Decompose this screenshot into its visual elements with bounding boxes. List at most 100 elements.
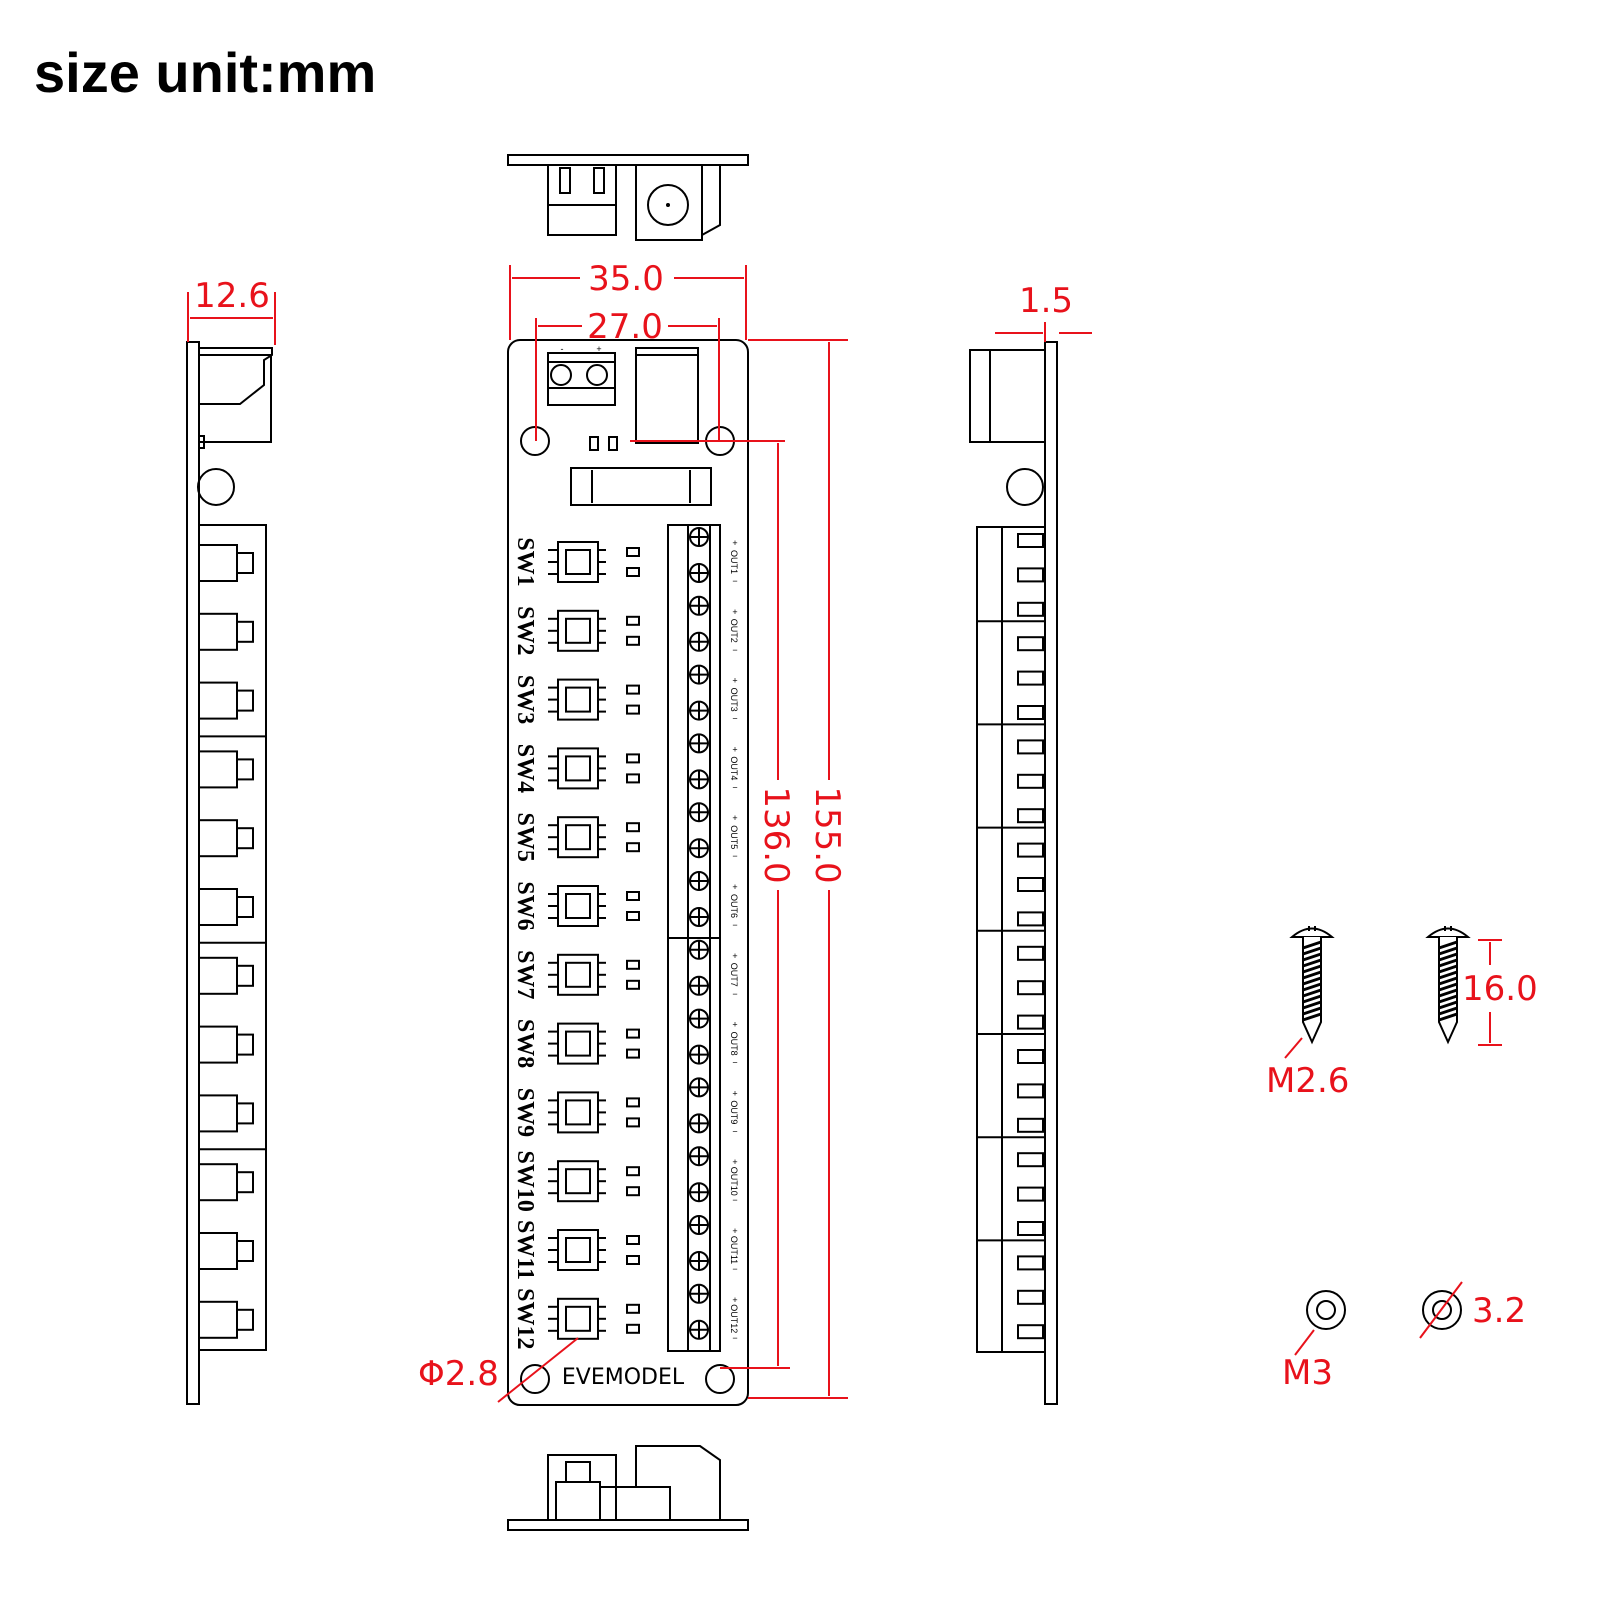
mosfet [557, 1229, 599, 1271]
output-label: OUT12 [729, 1304, 739, 1333]
right-side-view [969, 341, 1058, 1405]
minus-sign: − [732, 645, 737, 655]
dim-hole-spacing-y: 136.0 [756, 786, 796, 883]
mosfet [557, 885, 599, 927]
page-title: size unit:mm [34, 41, 377, 104]
minus-sign: − [732, 782, 737, 792]
plus-sign: + [732, 676, 737, 686]
minus-sign: − [732, 920, 737, 930]
switch-row: SW4 + − OUT4 [512, 733, 739, 793]
label-washer-inner: 3.2 [1472, 1291, 1526, 1331]
minus-sign: − [732, 1126, 737, 1136]
plus-sign: + [732, 1295, 737, 1305]
washer [1306, 1290, 1346, 1330]
mosfet [557, 609, 599, 652]
label-screw-size: M2.6 [1266, 1061, 1349, 1101]
output-label: OUT9 [729, 1100, 739, 1124]
switch-row: SW12 + −OUT12 [512, 1283, 739, 1349]
fuse [570, 467, 712, 506]
switch-label: SW12 [512, 1288, 538, 1349]
plus-sign: + [732, 1157, 737, 1167]
screw-16mm [1425, 926, 1471, 1045]
output-label: OUT10 [729, 1167, 739, 1196]
switch-label: SW6 [512, 881, 538, 930]
plus-sign: + [732, 744, 737, 754]
output-label: OUT4 [729, 756, 739, 780]
left-side-view [186, 341, 273, 1405]
switch-label: SW2 [512, 606, 538, 655]
switch-row: SW8 + − OUT8 [512, 1008, 739, 1068]
dim-board-length: 155.0 [807, 786, 847, 883]
brand-label: EVEMODEL [562, 1365, 685, 1390]
mosfet [557, 1160, 599, 1203]
mosfet [557, 816, 599, 859]
minus-sign: − [732, 1195, 737, 1205]
bottom-view [507, 1445, 749, 1531]
output-label: OUT11 [729, 1236, 739, 1264]
switch-label: SW4 [512, 744, 538, 793]
label-washer-size: M3 [1282, 1353, 1333, 1393]
dim-side-depth: 12.6 [194, 276, 270, 316]
minus-sign: − [732, 989, 737, 999]
switch-row: SW5 + − OUT5 [512, 802, 739, 862]
switch-label: SW5 [512, 813, 538, 862]
plus-sign: + [732, 607, 737, 617]
switch-row: SW6 + − OUT6 [512, 871, 739, 931]
output-label: OUT7 [729, 963, 739, 987]
output-label: OUT8 [729, 1032, 739, 1056]
switch-row: SW7 + − OUT7 [512, 939, 739, 999]
minus-sign: − [732, 851, 737, 861]
switch-label: SW7 [512, 950, 538, 999]
input-plus-label: + [596, 344, 601, 354]
output-label: OUT3 [729, 688, 739, 712]
output-label: OUT6 [729, 894, 739, 918]
screw-m2.6 [1289, 926, 1335, 1045]
switch-label: SW9 [512, 1088, 538, 1137]
switch-label: SW11 [512, 1220, 538, 1280]
mosfet [557, 1022, 599, 1065]
switch-row: SW1 + − OUT1 [512, 527, 739, 587]
switch-row: SW2 + − OUT2 [512, 595, 739, 655]
plus-sign: + [732, 1020, 737, 1030]
switch-row: SW10 + −OUT10 [512, 1146, 739, 1212]
switch-row: SW9 + − OUT9 [512, 1077, 739, 1137]
switch-label: SW3 [512, 675, 538, 724]
mosfet [557, 678, 599, 721]
plus-sign: + [732, 813, 737, 823]
switch-row: SW3 + − OUT3 [512, 664, 739, 724]
minus-sign: − [732, 576, 737, 586]
mount-hole [705, 1364, 735, 1394]
plus-sign: + [732, 538, 737, 548]
mosfet [557, 1297, 599, 1340]
output-label: OUT5 [729, 825, 739, 849]
output-label: OUT1 [729, 550, 739, 574]
minus-sign: − [732, 1058, 737, 1068]
plus-sign: + [732, 1088, 737, 1098]
dim-pcb-thickness: 1.5 [1019, 281, 1073, 321]
dimension-lines: 12.6 35.0 27.0 1.5 136.0 155.0 Φ2.8 16.0 [187, 259, 1538, 1403]
dim-screw-length: 16.0 [1462, 969, 1538, 1009]
mosfet [557, 953, 599, 996]
top-view [507, 154, 749, 241]
minus-sign: − [732, 1264, 737, 1274]
switch-label: SW8 [512, 1019, 538, 1068]
mosfet [557, 1091, 599, 1134]
dim-hole-diameter: Φ2.8 [418, 1354, 499, 1394]
minus-sign: − [732, 714, 737, 724]
mosfet [557, 541, 599, 583]
plus-sign: + [732, 882, 737, 892]
dim-board-width: 35.0 [588, 259, 664, 299]
minus-sign: − [732, 1333, 737, 1343]
plus-sign: + [732, 1226, 737, 1236]
switch-label: SW1 [512, 537, 538, 586]
mosfet [557, 747, 599, 790]
washer [1422, 1290, 1462, 1330]
input-minus-label: - [561, 344, 564, 354]
mount-hole [520, 1364, 550, 1394]
switch-row: SW11 + −OUT11 [512, 1215, 739, 1280]
output-label: OUT2 [729, 619, 739, 643]
plus-sign: + [732, 951, 737, 961]
switch-label: SW10 [512, 1151, 538, 1212]
